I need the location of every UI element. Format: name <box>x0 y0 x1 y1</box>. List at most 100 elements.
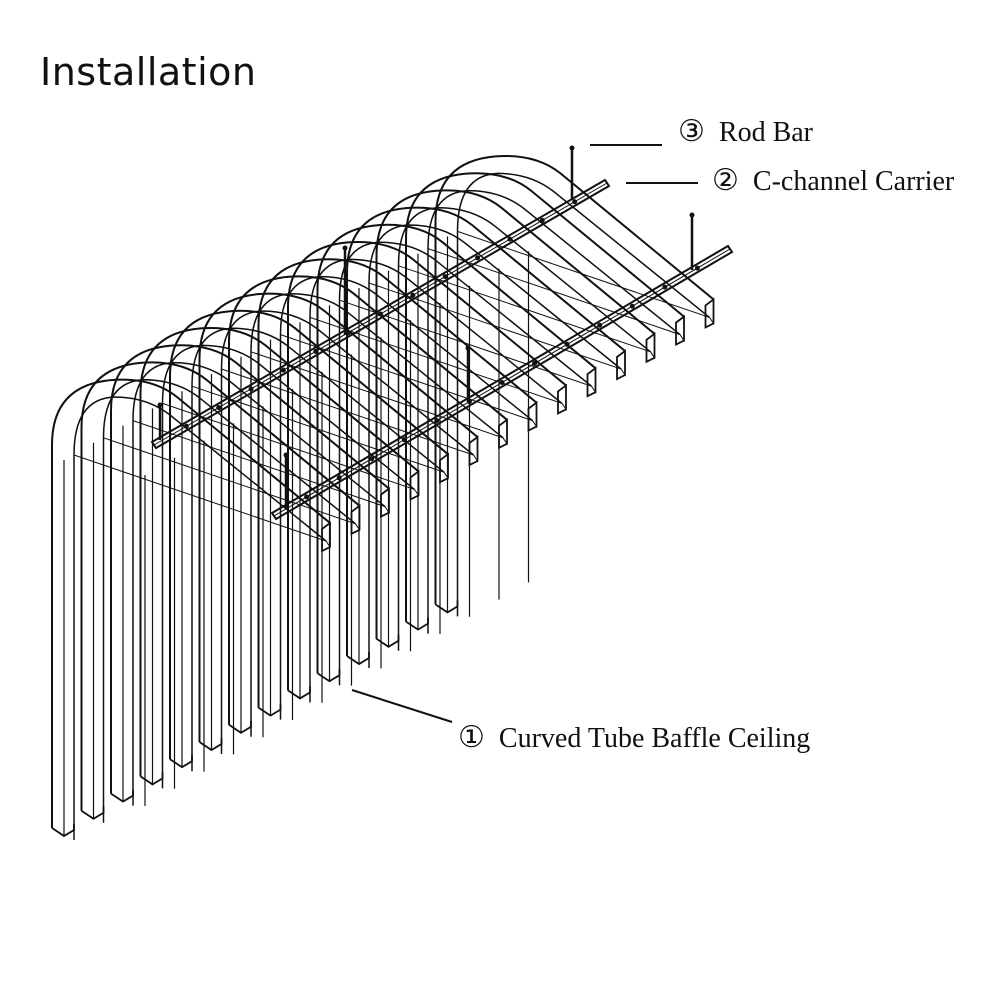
baffle-tip-end <box>586 366 597 398</box>
rod-bar-top <box>283 452 289 458</box>
baffle-inner-edge <box>102 379 356 823</box>
baffle <box>257 258 538 720</box>
carrier-clip <box>183 423 189 429</box>
baffle-inner-edge <box>427 189 681 634</box>
carrier-clip <box>410 292 416 298</box>
baffle-leg-end <box>140 772 164 786</box>
baffle-outer-edge <box>346 206 626 656</box>
baffle-outer-edge <box>287 241 567 691</box>
rod-bar <box>283 452 289 508</box>
carrier-clip <box>304 494 310 500</box>
baffle-outer-edge <box>110 344 390 794</box>
carrier-clip <box>539 217 545 223</box>
carrier-clip <box>662 284 668 290</box>
carrier-clip <box>597 322 603 328</box>
carrier-clip <box>572 199 578 205</box>
baffle <box>198 292 479 754</box>
carrier-clip <box>507 236 513 242</box>
baffle <box>434 155 715 617</box>
baffle-inner-edge <box>279 275 533 720</box>
baffle-leg-end <box>199 738 223 752</box>
rod-bar <box>689 212 695 270</box>
baffle-tip-end <box>439 452 449 484</box>
carrier-clip <box>378 311 383 317</box>
baffle-inner-edge <box>73 396 327 840</box>
rod-bar-top <box>569 145 575 151</box>
baffle-tip-end <box>527 400 538 433</box>
carrier-clip <box>475 255 481 261</box>
baffle-leg-end <box>81 806 105 820</box>
baffle-leg-end <box>169 755 193 769</box>
rod-bar-top <box>689 212 695 218</box>
label-text: Curved Tube Baffle Ceiling <box>498 723 811 754</box>
leader-line-baffle <box>351 689 453 723</box>
baffle <box>51 378 331 840</box>
baffle <box>375 189 656 651</box>
rod-bars <box>157 145 695 508</box>
label-curved-tube-baffle-ceiling: ① Curved Tube Baffle Ceiling <box>458 723 810 755</box>
carrier-clip <box>345 330 351 336</box>
baffle-outer-edge <box>405 172 685 622</box>
page-title: Installation <box>40 50 257 94</box>
carrier-clip <box>248 386 254 392</box>
baffle-inner-edge <box>338 241 592 686</box>
baffle-inner-edge <box>456 172 710 617</box>
baffle-tip-end <box>409 469 420 501</box>
baffle-tip-end <box>380 486 390 519</box>
rod-bar <box>569 145 575 200</box>
rod-bar <box>342 245 348 335</box>
baffle-inner-edge <box>250 293 504 737</box>
baffle-inner-edge <box>368 224 622 668</box>
curved-tube-baffles <box>51 155 715 840</box>
baffle-leg-end <box>110 789 134 803</box>
baffle-outer-edge <box>169 309 449 760</box>
baffle-leg-end <box>51 824 75 838</box>
baffle <box>228 275 508 737</box>
leader-lines <box>351 144 698 723</box>
baffle-outer-edge <box>257 258 538 708</box>
carrier-clip <box>369 456 375 462</box>
baffle-leg-end <box>228 720 252 734</box>
carrier-clip <box>629 303 635 309</box>
baffle-tip-end <box>645 332 656 364</box>
baffle-tip-end <box>704 297 715 329</box>
carrier-clip <box>694 265 700 271</box>
carrier-clip <box>216 405 222 411</box>
callout-number-1: ① <box>458 721 485 754</box>
baffle-leg-end <box>258 703 282 717</box>
baffle-leg-end <box>376 634 400 648</box>
baffle-inner-edge <box>191 327 445 772</box>
rod-bar <box>465 345 471 402</box>
baffle-leg-end <box>435 600 459 614</box>
carrier-clip <box>499 380 505 385</box>
carrier-clip <box>313 348 319 354</box>
carrier-clip <box>532 360 538 366</box>
baffle-leg-end <box>287 686 311 700</box>
rod-bar-top <box>342 245 348 251</box>
baffle-tip-end <box>468 435 479 467</box>
carrier-body <box>270 244 734 521</box>
baffle-tip-end <box>321 521 331 553</box>
c-channel-carriers <box>150 178 734 521</box>
baffle <box>316 223 597 686</box>
label-text: Rod Bar <box>718 117 814 148</box>
baffle-inner-edge <box>309 258 563 703</box>
c-channel-carrier-back <box>150 178 611 450</box>
baffle-leg-end <box>346 652 370 666</box>
baffle <box>169 309 449 772</box>
baffle-outer-edge <box>228 275 508 725</box>
carrier-clip <box>442 274 448 280</box>
baffle <box>110 344 390 806</box>
callout-number-3: ③ <box>678 115 705 148</box>
baffle-outer-edge <box>198 292 479 742</box>
baffle-inner-edge <box>132 361 386 806</box>
baffle-outer-edge <box>316 223 597 674</box>
carrier-clip <box>280 367 286 373</box>
baffle-inner-edge <box>161 344 415 789</box>
baffle-outer-edge <box>139 327 420 777</box>
rod-bar-top <box>465 345 471 351</box>
baffle-outer-edge <box>80 361 361 811</box>
baffle-inner-edge <box>220 310 474 754</box>
